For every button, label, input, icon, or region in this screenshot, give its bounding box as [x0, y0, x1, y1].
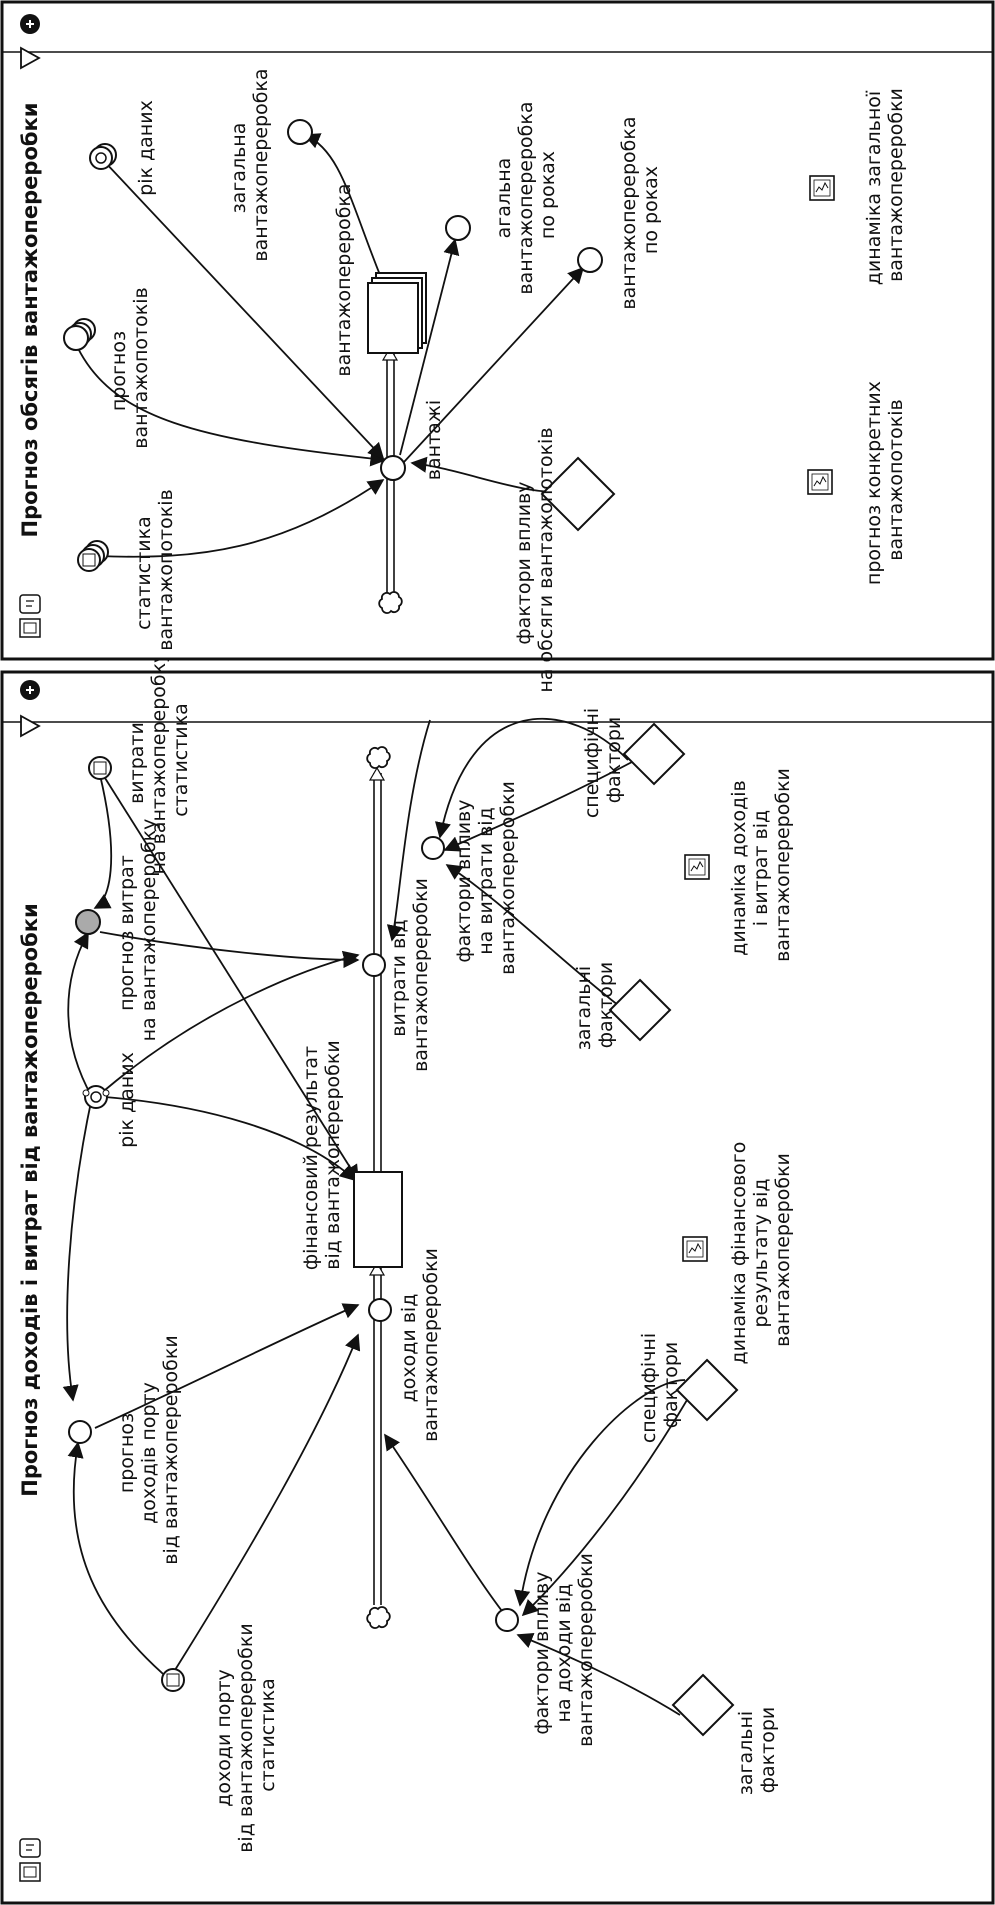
var-data-year[interactable]: [89, 143, 117, 170]
notes-icon[interactable]: [19, 1838, 41, 1858]
model-window-icon[interactable]: [19, 1862, 41, 1882]
svg-text:фінансовий результат від: фінансовий результат від вантажопереробк…: [300, 1040, 344, 1270]
label-by-year: вантажопереробка по роках: [618, 110, 662, 309]
panel-frame: [0, 0, 995, 661]
svg-text:прогноз витрат на вантаж: прогноз витрат на вантажопереробку: [116, 819, 160, 1042]
lock-icon[interactable]: [20, 14, 40, 34]
svg-text:вантажі: вантажі: [423, 400, 445, 480]
panel-volumes: Прогноз обсягів вантажопереробки: [0, 0, 995, 693]
factors-diamond[interactable]: [540, 456, 616, 532]
svg-text:агальна вантажопереробка: агальна вантажопереробка по роках: [493, 95, 559, 294]
svg-text:загальні фактори: загальні фактори: [573, 960, 617, 1050]
label-income-general: загальні фактори: [735, 1705, 779, 1795]
svg-text:динаміка доходів і витра: динаміка доходів і витрат від вантажопер…: [728, 768, 794, 962]
svg-text:доходи від вантажопереро: доходи від вантажопереробки: [398, 1248, 442, 1442]
svg-text:доходи порту від вантажо: доходи порту від вантажопереробки статис…: [213, 1617, 279, 1853]
lock-icon[interactable]: [20, 680, 40, 700]
svg-text:прогноз вантажопотоків: прогноз вантажопотоків: [108, 287, 152, 448]
svg-text:витрати від вантажоперер: витрати від вантажопереробки: [388, 878, 432, 1072]
var-total[interactable]: [287, 119, 313, 145]
svg-text:фактори впливу на витрат: фактори впливу на витрати від вантажопер…: [453, 781, 519, 975]
var-stats[interactable]: [77, 540, 109, 572]
svg-text:прогноз доходів порту: прогноз доходів порту від вантажоперероб…: [116, 1335, 182, 1564]
svg-text:специфічні фактори: специфічні фактори: [638, 1327, 682, 1443]
income-specific-factors[interactable]: [675, 1358, 739, 1422]
svg-text:рік даних: рік даних: [135, 100, 157, 196]
label-graph-fin: динаміка фінансового результату від вант…: [728, 1136, 794, 1365]
cost-specific-factors[interactable]: [622, 722, 686, 786]
cloud-icon: [366, 746, 391, 769]
label-fin-result: фінансовий результат від вантажопереробк…: [300, 1040, 344, 1270]
label-total-year: агальна вантажопереробка по роках: [493, 95, 559, 294]
svg-text:вантажопереробка: вантажопереробка: [333, 183, 355, 376]
cost-general-factors[interactable]: [608, 978, 672, 1042]
svg-text:вантажопереробка по рока: вантажопереробка по роках: [618, 110, 662, 309]
label-cost-stats: витрати на вантажопереробку статистика: [126, 646, 192, 875]
label-income-forecast: прогноз доходів порту від вантажоперероб…: [116, 1335, 182, 1564]
label-data-year: рік даних: [116, 1052, 138, 1148]
label-income-specific: специфічні фактори: [638, 1327, 682, 1443]
cloud-icon: [378, 591, 403, 614]
var-cost-factors[interactable]: [421, 836, 445, 860]
svg-text:загальна вантажопереробк: загальна вантажопереробка: [228, 68, 272, 261]
svg-text:рік даних: рік даних: [116, 1052, 138, 1148]
label-income-flow: доходи від вантажопереробки: [398, 1248, 442, 1442]
graph-icon[interactable]: [684, 854, 710, 880]
income-general-factors[interactable]: [671, 1673, 735, 1737]
stock-volumes[interactable]: [367, 282, 419, 354]
label-income-stats: доходи порту від вантажопереробки статис…: [213, 1617, 279, 1853]
svg-text:витрати на вантажопереро: витрати на вантажопереробку статистика: [126, 646, 192, 875]
var-data-year[interactable]: [82, 1085, 110, 1109]
label-graph-specific: прогноз конкретних вантажопотоків: [863, 375, 907, 585]
label-cost-general: загальні фактори: [573, 960, 617, 1050]
label-cost-flow: витрати від вантажопереробки: [388, 878, 432, 1072]
var-cost-forecast[interactable]: [75, 909, 101, 935]
label-cost-forecast: прогноз витрат на вантажопереробку: [116, 819, 160, 1042]
graph-icon[interactable]: [809, 175, 835, 201]
var-income-forecast[interactable]: [68, 1420, 92, 1444]
var-income-factors[interactable]: [495, 1608, 519, 1632]
cloud-icon: [366, 1606, 391, 1629]
triangle-icon[interactable]: [20, 46, 41, 70]
label-flow: вантажі: [423, 400, 445, 480]
flow-income[interactable]: [368, 1298, 392, 1322]
model-window-icon[interactable]: [19, 618, 41, 638]
svg-text:динаміка загальної ванта: динаміка загальної вантажопереробки: [863, 85, 907, 285]
panel-income-costs: Прогноз доходів і витрат від вантажопере…: [0, 646, 995, 1905]
label-graph-total: динаміка загальної вантажопереробки: [863, 85, 907, 285]
flow-cargo[interactable]: [380, 455, 406, 481]
svg-text:динаміка фінансового рез: динаміка фінансового результату від вант…: [728, 1136, 794, 1365]
svg-text:специфічні фактори: специфічні фактори: [581, 702, 625, 818]
var-total-year[interactable]: [445, 215, 471, 241]
svg-text:статистика вантажопотокі: статистика вантажопотоків: [133, 489, 177, 650]
label-income-factors: фактори впливу на доходи від вантажопере…: [531, 1553, 597, 1747]
label-forecast: прогноз вантажопотоків: [108, 287, 152, 448]
label-data-year: рік даних: [135, 100, 157, 196]
stock-fin-result[interactable]: [353, 1171, 403, 1268]
label-stock: вантажопереробка: [333, 183, 355, 376]
label-stats: статистика вантажопотоків: [133, 489, 177, 650]
panel-title: Прогноз обсягів вантажопереробки: [18, 102, 42, 537]
notes-icon[interactable]: [19, 594, 41, 614]
var-by-year[interactable]: [577, 247, 603, 273]
label-total: загальна вантажопереробка: [228, 68, 272, 261]
label-factors: фактори впливу на обсяги вантажопотоків: [513, 427, 557, 692]
triangle-icon[interactable]: [20, 714, 41, 738]
graph-icon[interactable]: [682, 1236, 708, 1262]
label-cost-specific: специфічні фактори: [581, 702, 625, 818]
panel-title: Прогноз доходів і витрат від вантажопере…: [18, 903, 42, 1496]
graph-icon[interactable]: [807, 469, 833, 495]
label-graph-inc: динаміка доходів і витрат від вантажопер…: [728, 768, 794, 962]
svg-text:прогноз конкретних ванта: прогноз конкретних вантажопотоків: [863, 375, 907, 585]
var-forecast[interactable]: [63, 318, 96, 351]
label-cost-factors: фактори впливу на витрати від вантажопер…: [453, 781, 519, 975]
svg-text:фактори впливу на обсяги: фактори впливу на обсяги вантажопотоків: [513, 427, 557, 692]
var-cost-stats[interactable]: [88, 756, 112, 780]
svg-text:загальні фактори: загальні фактори: [735, 1705, 779, 1795]
svg-text:фактори впливу на доходи: фактори впливу на доходи від вантажопере…: [531, 1553, 597, 1747]
var-income-stats[interactable]: [161, 1668, 185, 1692]
flow-costs[interactable]: [362, 953, 386, 977]
